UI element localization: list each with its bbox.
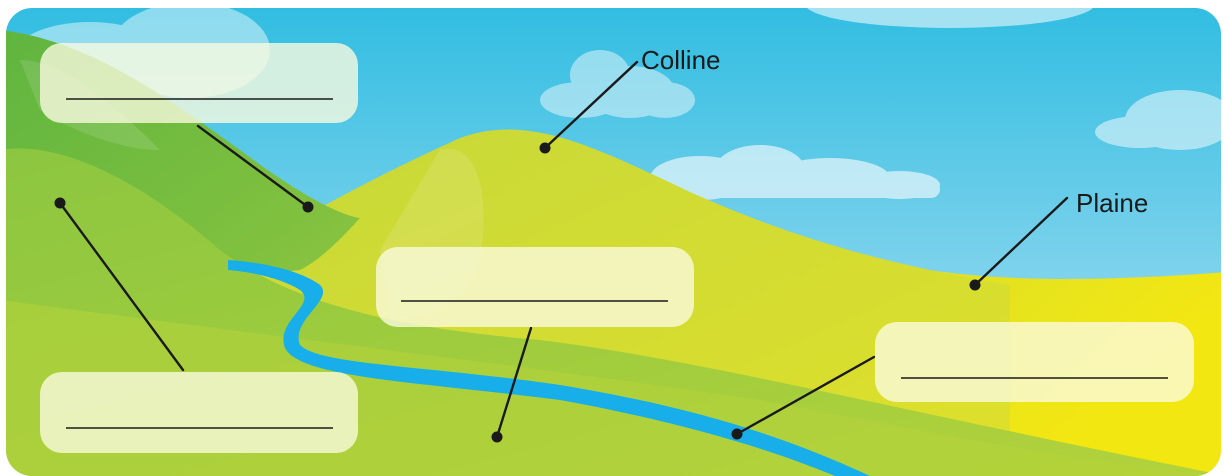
dot-hill bbox=[540, 143, 551, 154]
dot-center bbox=[492, 432, 503, 443]
answer-box-center[interactable] bbox=[376, 247, 694, 327]
label-plain: Plaine bbox=[1076, 188, 1148, 218]
label-hill: Colline bbox=[641, 45, 721, 75]
dot-top-left bbox=[303, 202, 314, 213]
answer-box-right[interactable] bbox=[875, 322, 1194, 402]
dot-plain bbox=[970, 280, 981, 291]
answer-box-top-left[interactable] bbox=[40, 43, 358, 123]
dot-right bbox=[732, 429, 743, 440]
dot-bottom-left bbox=[55, 198, 66, 209]
answer-box-bottom-left[interactable] bbox=[40, 372, 358, 453]
